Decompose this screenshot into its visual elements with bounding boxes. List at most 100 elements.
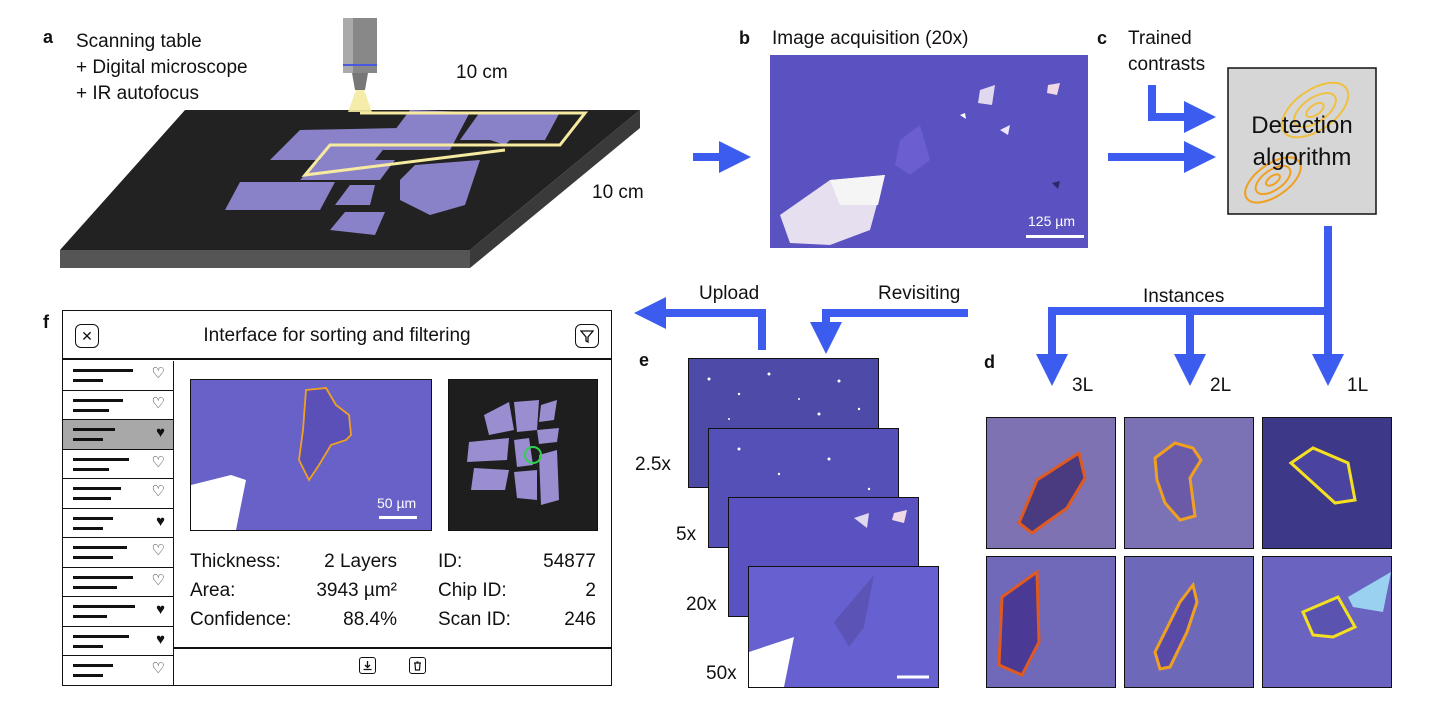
scalebar-f bbox=[379, 516, 417, 519]
list-item-bar bbox=[73, 556, 113, 559]
header-divider bbox=[63, 358, 611, 360]
instance-3L-bottom bbox=[986, 556, 1116, 688]
heart-filled-icon[interactable]: ♥ bbox=[156, 601, 165, 618]
list-item[interactable]: ♥ bbox=[63, 597, 173, 627]
list-item[interactable]: ♡ bbox=[63, 479, 173, 509]
list-item-bar bbox=[73, 487, 121, 490]
instance-3L-top bbox=[986, 417, 1116, 549]
heart-filled-icon[interactable]: ♥ bbox=[156, 512, 165, 530]
panel-b-title: Image acquisition (20x) bbox=[772, 28, 969, 49]
panel-d-letter: d bbox=[984, 352, 995, 372]
heart-filled-icon[interactable]: ♥ bbox=[156, 424, 165, 441]
thickness-label: Thickness: bbox=[190, 551, 281, 572]
scalebar-label-f: 50 µm bbox=[377, 495, 417, 511]
list-item[interactable]: ♡ bbox=[63, 568, 173, 597]
mag-5x: 5x bbox=[676, 524, 697, 545]
interface-title: Interface for sorting and filtering bbox=[203, 325, 471, 346]
heart-icon[interactable]: ♡ bbox=[151, 660, 165, 677]
detection-box bbox=[1227, 67, 1377, 215]
list-item-bar bbox=[73, 575, 133, 579]
list-item-bar bbox=[73, 438, 103, 441]
scalebar-b bbox=[1026, 235, 1084, 238]
instance-2L-bottom bbox=[1124, 556, 1254, 688]
chip-id-label: Chip ID: bbox=[438, 580, 507, 601]
heart-icon[interactable]: ♡ bbox=[151, 483, 165, 500]
scan-id-value: 246 bbox=[564, 609, 596, 630]
panel-a-line-1: Scanning table bbox=[76, 31, 202, 52]
trained-line-2: contrasts bbox=[1128, 54, 1206, 75]
list-item-bar bbox=[73, 644, 103, 648]
panel-f-letter: f bbox=[43, 312, 49, 332]
heart-filled-icon[interactable]: ♥ bbox=[156, 630, 165, 648]
trained-line-1: Trained bbox=[1128, 28, 1192, 49]
download-icon[interactable] bbox=[359, 657, 376, 674]
area-value: 3943 µm² bbox=[316, 580, 397, 601]
list-item-bar bbox=[73, 664, 113, 667]
detection-algorithm-label: Detection algorithm bbox=[1228, 110, 1376, 174]
list-item-bar bbox=[73, 369, 133, 372]
mag-50x: 50x bbox=[706, 663, 737, 684]
list-item[interactable]: ♥ bbox=[63, 509, 173, 538]
area-label: Area: bbox=[190, 580, 236, 601]
layer-label-3L: 3L bbox=[1072, 375, 1094, 396]
list-item-bar bbox=[73, 615, 107, 618]
id-label: ID: bbox=[438, 551, 463, 572]
panel-c-letter: c bbox=[1097, 28, 1108, 48]
list-item[interactable]: ♥ bbox=[63, 627, 173, 656]
chip-id-value: 2 bbox=[585, 580, 596, 601]
list-item-bar bbox=[73, 497, 111, 500]
panel-a-line-2: + Digital microscope bbox=[76, 57, 248, 78]
heart-icon[interactable]: ♡ bbox=[151, 453, 165, 471]
list-item[interactable]: ♡ bbox=[63, 450, 173, 479]
instance-1L-top bbox=[1262, 417, 1392, 549]
scan-id-label: Scan ID: bbox=[438, 609, 511, 630]
id-value: 54877 bbox=[543, 551, 596, 572]
microscope-image-20x: 125 µm bbox=[770, 55, 1088, 248]
confidence-value: 88.4% bbox=[343, 609, 397, 630]
list-item-bar bbox=[73, 516, 113, 520]
confidence-label: Confidence: bbox=[190, 609, 292, 630]
heart-icon[interactable]: ♡ bbox=[151, 365, 165, 382]
instance-1L-bottom bbox=[1262, 556, 1392, 688]
list-item-bar bbox=[73, 546, 127, 549]
heart-icon[interactable]: ♡ bbox=[151, 394, 165, 412]
panel-b-letter: b bbox=[739, 28, 750, 48]
panel-a-letter: a bbox=[43, 27, 54, 47]
filter-icon[interactable] bbox=[575, 324, 599, 348]
list-item-bar bbox=[73, 605, 135, 608]
mag-20x: 20x bbox=[686, 594, 717, 615]
list-item-bar bbox=[73, 379, 103, 382]
dim-right-label: 10 cm bbox=[592, 182, 644, 203]
scalebar-label-b: 125 µm bbox=[1028, 213, 1075, 229]
list-item[interactable]: ♥ bbox=[63, 420, 173, 450]
list-item-bar bbox=[73, 674, 103, 677]
list-item[interactable]: ♡ bbox=[63, 656, 173, 686]
panel-a-line-3: + IR autofocus bbox=[76, 83, 200, 104]
list-item[interactable]: ♡ bbox=[63, 391, 173, 420]
list-item-bar bbox=[73, 585, 117, 589]
heart-icon[interactable]: ♡ bbox=[151, 571, 165, 589]
layer-label-2L: 2L bbox=[1210, 375, 1232, 396]
list-item[interactable]: ♡ bbox=[63, 538, 173, 568]
instance-2L-top bbox=[1124, 417, 1254, 549]
list-item[interactable]: ♡ bbox=[63, 361, 173, 391]
dim-top-label: 10 cm bbox=[456, 62, 508, 83]
panel-e-letter: e bbox=[639, 350, 650, 370]
mag-2.5x: 2.5x bbox=[635, 454, 671, 475]
sorting-interface: ✕ Interface for sorting and filtering ♡ ♡… bbox=[62, 310, 612, 686]
close-icon[interactable]: ✕ bbox=[75, 324, 99, 348]
flake-image: 50 µm bbox=[190, 379, 432, 531]
list-item-bar bbox=[73, 408, 109, 412]
trash-icon[interactable] bbox=[409, 657, 426, 674]
list-item-bar bbox=[73, 467, 109, 471]
list-item-bar bbox=[73, 457, 129, 461]
layer-label-1L: 1L bbox=[1347, 375, 1369, 396]
footer-divider bbox=[173, 647, 611, 649]
detection-line-2: algorithm bbox=[1252, 144, 1352, 171]
thickness-value: 2 Layers bbox=[324, 551, 397, 572]
stack-image-50x bbox=[748, 566, 939, 688]
revisiting-label: Revisiting bbox=[878, 283, 961, 304]
heart-icon[interactable]: ♡ bbox=[151, 542, 165, 559]
list-item-bar bbox=[73, 526, 103, 530]
